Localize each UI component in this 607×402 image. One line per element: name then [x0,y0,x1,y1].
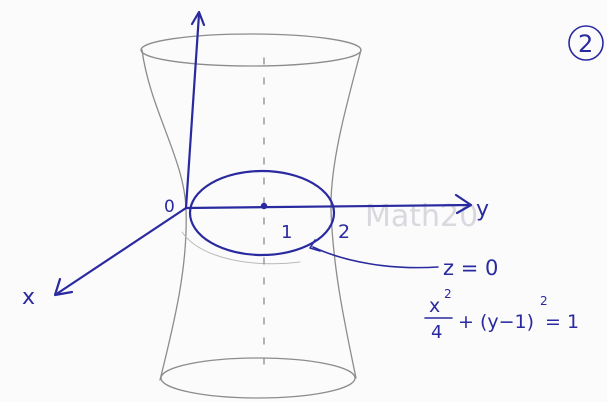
x-axis-arrowhead [53,277,74,297]
z-axis-line [184,12,201,210]
equation-rhs: = 1 [545,311,579,333]
equation-y-exponent: 2 [540,294,548,308]
ellipse-equation: x 2 4 + (y−1) 2 = 1 [424,287,579,343]
equation-x-denominator: 4 [431,322,442,343]
origin-label: 0 [164,197,175,217]
z-axis-arrowhead [190,10,206,27]
right-profile-curve [330,49,362,379]
problem-number: 2 [578,30,593,58]
left-profile-curve [141,49,187,381]
top-rim-ellipse [140,33,362,67]
problem-number-circle [568,25,604,61]
annotation-arrowhead [309,239,321,252]
tick-label-2: 2 [338,221,350,243]
y-axis-label: y [476,197,489,222]
x-axis-line [56,206,188,295]
bottom-rim-ellipse [160,357,356,399]
tick-label-1: 1 [281,222,292,243]
y-axis-line [184,203,472,210]
annotation-arrow [312,246,439,269]
ellipse-center-dot [260,202,268,210]
x-axis-label: x [22,285,35,310]
sketch-guide-arc [181,231,301,265]
equation-x-exponent: 2 [444,287,452,301]
y-axis-arrowhead [454,193,473,215]
plane-label: z = 0 [443,256,498,280]
equation-x-numerator: x [429,295,440,317]
trace-ellipse [188,169,336,257]
hyperboloid-surface [140,33,362,399]
equation-y-term: + (y−1) [458,311,534,333]
coordinate-axes [53,10,473,297]
